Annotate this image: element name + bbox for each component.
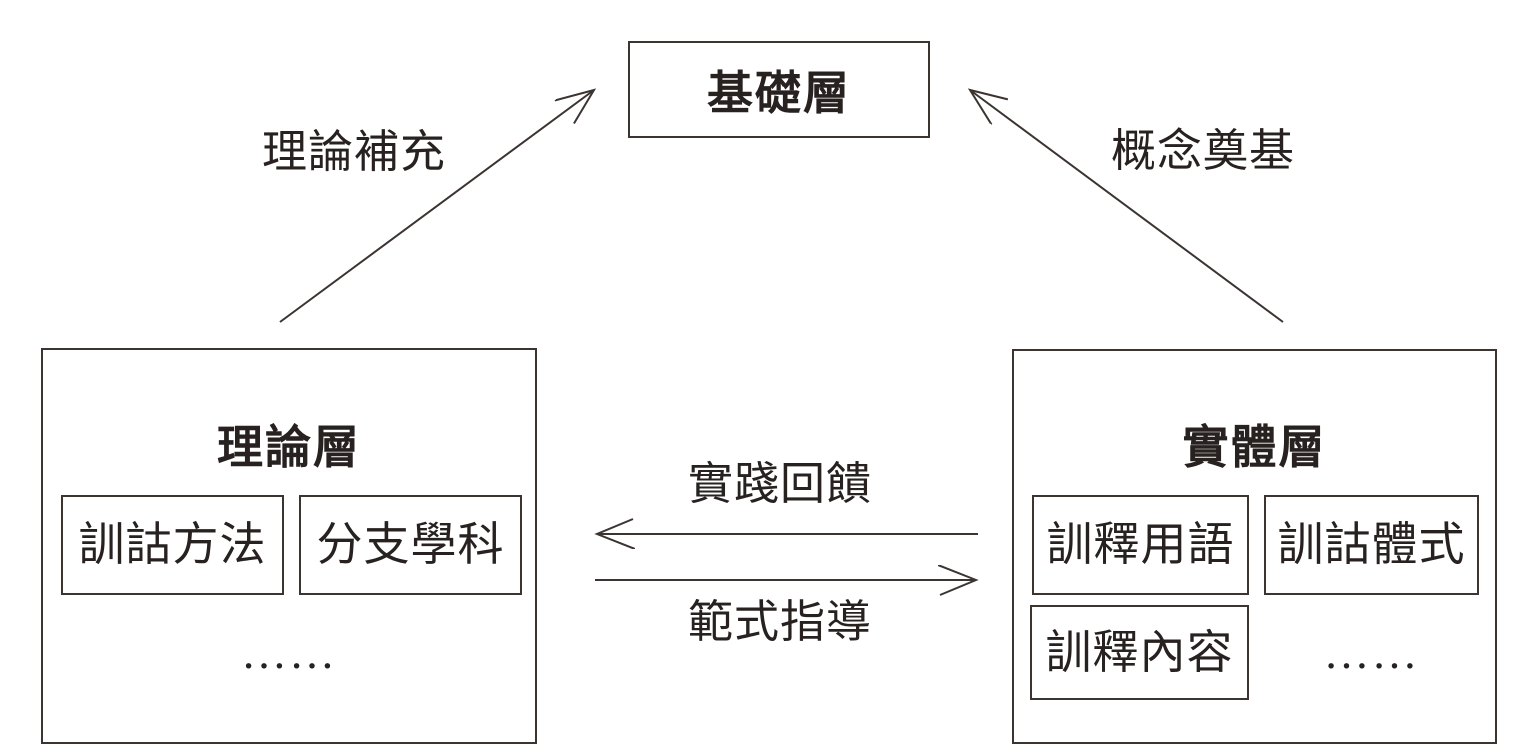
exegesis-methods-box: 訓詁方法 bbox=[61, 495, 284, 595]
concept-foundation-label: 概念奠基 bbox=[1110, 126, 1296, 176]
theory-supplement-label: 理論補充 bbox=[261, 127, 447, 177]
exegesis-content-box: 訓釋內容 bbox=[1030, 605, 1249, 700]
theory-layer-title: 理論層 bbox=[217, 422, 361, 473]
entity-layer-title: 實體層 bbox=[1182, 422, 1327, 473]
concept-foundation-arrow bbox=[970, 90, 1284, 323]
practice-feedback-label: 實踐回饋 bbox=[687, 459, 873, 509]
paradigm-guidance-label: 範式指導 bbox=[687, 597, 873, 647]
foundation-layer-box: 基礎層 bbox=[628, 41, 930, 138]
exegesis-styles-box: 訓詁體式 bbox=[1264, 495, 1479, 595]
branch-disciplines-box: 分支學科 bbox=[299, 495, 522, 595]
exegesis-terms-box: 訓釋用語 bbox=[1032, 495, 1249, 595]
entity-layer-box: 實體層 訓釋用語 訓詁體式 訓釋內容 …… bbox=[1012, 349, 1497, 744]
theory-supplement-arrow bbox=[279, 90, 594, 323]
theory-layer-ellipsis: …… bbox=[241, 627, 337, 678]
theory-layer-box: 理論層 訓詁方法 分支學科 …… bbox=[41, 348, 537, 744]
entity-layer-ellipsis: …… bbox=[1323, 626, 1420, 678]
